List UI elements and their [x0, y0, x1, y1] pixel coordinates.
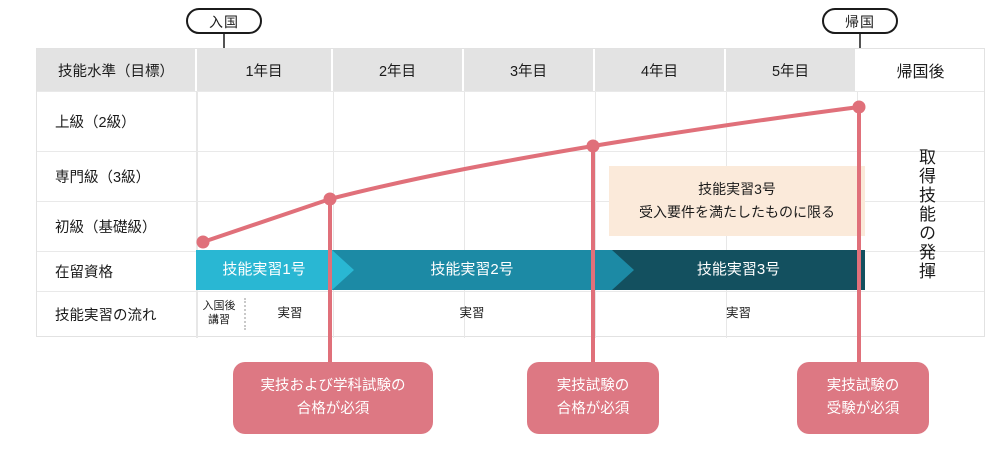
- flow-label-training-1: 実習: [277, 305, 303, 320]
- flow-course-line-1: 入国後: [202, 299, 236, 312]
- flow-divider: [244, 298, 246, 330]
- note-line-1: 技能実習3号: [698, 180, 776, 197]
- status-bar-training-2: 技能実習2号: [332, 250, 612, 290]
- row-label-beginner: 初級（基礎級）: [37, 201, 197, 251]
- callout-1-line-2: 合格が必須: [296, 401, 370, 417]
- badge-entry: 入国: [186, 8, 262, 34]
- callout-1-line-1: 実技および学科試験の: [260, 377, 406, 394]
- table-header-row: 技能水準（目標） 1年目 2年目 3年目 4年目 5年目 帰国後: [37, 49, 984, 91]
- status-bar-training-3: 技能実習3号: [612, 250, 865, 290]
- status-bar-training-1: 技能実習1号: [196, 250, 332, 290]
- grid-hline-0: [37, 91, 984, 92]
- vertical-text-skill-application: 取得技能の発揮: [866, 91, 985, 337]
- column-header-year-3: 3年目: [464, 49, 595, 91]
- column-header-year-2: 2年目: [333, 49, 464, 91]
- callout-2-line-1: 実技試験の: [556, 377, 630, 394]
- callout-3-line-1: 実技試験の: [826, 377, 900, 394]
- arrow-chevron-1-icon: [332, 250, 354, 290]
- column-header-year-4: 4年目: [595, 49, 726, 91]
- row-label-flow: 技能実習の流れ: [37, 291, 197, 338]
- note-line-2: 受入要件を満たしたものに限る: [639, 204, 835, 220]
- flow-course-line-2: 講習: [208, 313, 230, 326]
- flow-label-training-3: 実習: [725, 305, 751, 320]
- grid-vline-1: [197, 91, 198, 338]
- column-header-after-return: 帰国後: [857, 49, 984, 91]
- grid-hline-4: [37, 291, 984, 292]
- callout-exam-requirement-2: 実技試験の 合格が必須: [527, 362, 659, 434]
- flow-label-training-2: 実習: [459, 305, 485, 320]
- column-header-skill-level: 技能水準（目標）: [37, 49, 197, 91]
- column-header-year-5: 5年目: [726, 49, 857, 91]
- callout-exam-requirement-1: 実技および学科試験の 合格が必須: [233, 362, 433, 434]
- row-label-status: 在留資格: [37, 251, 197, 291]
- vertical-text-label: 取得技能の発揮: [916, 147, 935, 281]
- row-label-specialist: 専門級（3級）: [37, 151, 197, 201]
- callout-exam-requirement-3: 実技試験の 受験が必須: [797, 362, 929, 434]
- callout-2-line-2: 合格が必須: [556, 401, 630, 417]
- callout-3-line-2: 受験が必須: [826, 401, 900, 417]
- note-box-training-3: 技能実習3号 受入要件を満たしたものに限る: [609, 166, 865, 236]
- badge-return: 帰国: [822, 8, 898, 34]
- flow-label-post-entry-course: 入国後 講習: [196, 290, 242, 337]
- arrow-chevron-2-icon: [612, 250, 634, 290]
- column-header-year-1: 1年目: [197, 49, 333, 91]
- row-label-advanced: 上級（2級）: [37, 91, 197, 151]
